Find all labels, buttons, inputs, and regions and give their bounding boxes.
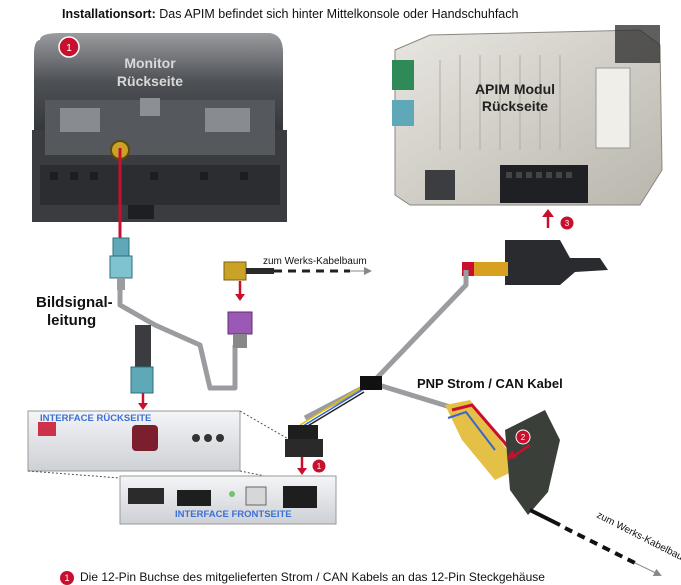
monitor-badge-1 <box>58 36 80 58</box>
pnp-connector <box>445 400 560 515</box>
marker-3 <box>559 215 575 231</box>
footer-text: Die 12-Pin Buchse des mitgelieferten Str… <box>80 570 545 584</box>
footer-note: 1 Die 12-Pin Buchse des mitgelieferten St… <box>60 570 545 585</box>
werks-label-top: zum Werks-Kabelbaum <box>263 256 367 267</box>
apim-label-line2: Rückseite <box>482 98 548 114</box>
pnp-red-arrowhead <box>507 450 517 459</box>
violet-red-arrowhead <box>235 294 245 301</box>
monitor-badge-text: 1 <box>66 43 72 54</box>
marker-2 <box>515 429 531 445</box>
footer-badge: 1 <box>60 570 74 585</box>
interface-frontseite-box <box>119 475 337 525</box>
marker-1b <box>311 458 327 474</box>
fakra-violet <box>227 311 253 348</box>
marker-1b-text: 1 <box>317 462 322 471</box>
colored-wires <box>299 387 365 428</box>
interface-frontseite-label: INTERFACE FRONTSEITE <box>175 509 292 520</box>
cable-junction <box>360 376 382 390</box>
fakra-blue-lower <box>130 325 154 394</box>
werks-label-bottom: zum Werks-Kabelbaum <box>595 510 681 567</box>
monitor-back-image <box>32 33 287 222</box>
bildsignal-label-line1: Bildsignal- <box>36 294 113 311</box>
apim-module-image <box>392 25 663 206</box>
fakra-red-arrowhead <box>138 403 148 410</box>
gray-cable <box>117 270 469 421</box>
werks-arrow-bottom <box>634 562 662 577</box>
fakra-blue-upper <box>109 237 133 290</box>
pnp-label: PNP Strom / CAN Kabel <box>417 376 563 391</box>
apim-arrow-head <box>542 209 554 217</box>
interface-red-arrowhead <box>297 468 307 475</box>
apim-12pin-housing <box>462 240 608 285</box>
interface-rueckseite-label: INTERFACE RÜCKSEITE <box>40 413 151 424</box>
fakra-curry-plug <box>223 261 274 281</box>
installation-location-value: Das APIM befindet sich hinter Mittelkons… <box>155 7 519 21</box>
interface-12pin-plug <box>285 425 323 457</box>
marker-3-text: 3 <box>565 219 570 228</box>
interface-dotted-lines <box>27 410 291 481</box>
bildsignal-label-line2: leitung <box>47 312 96 329</box>
installation-location-label: Installationsort: <box>62 7 156 21</box>
pnp-red-arrow <box>514 443 531 457</box>
monitor-label-line1: Monitor <box>124 55 176 71</box>
installation-location-text: Installationsort: Das APIM befindet sich… <box>62 7 518 21</box>
interface-rueckseite-box <box>27 410 241 472</box>
monitor-label-line2: Rückseite <box>117 73 183 89</box>
werks-cable-bottom <box>529 508 561 527</box>
apim-label-line1: APIM Modul <box>475 81 555 97</box>
marker-2-text: 2 <box>521 433 526 442</box>
